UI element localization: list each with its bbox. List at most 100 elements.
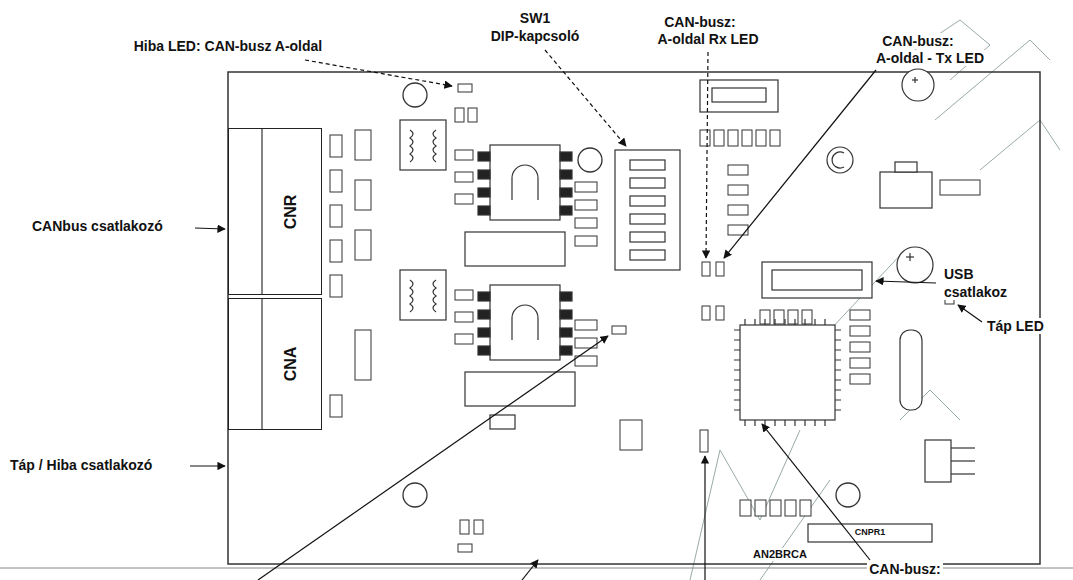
small-components xyxy=(455,172,473,182)
leader-line xyxy=(258,336,608,580)
leader-line xyxy=(195,228,225,229)
ic-package xyxy=(478,188,490,197)
ic-package xyxy=(512,165,538,200)
header-connector xyxy=(712,88,766,102)
transformer xyxy=(400,120,446,170)
transformer xyxy=(400,120,446,320)
leader-line xyxy=(958,305,982,322)
regulator xyxy=(880,172,932,208)
programming-header xyxy=(808,524,932,542)
mounting-hole xyxy=(403,483,427,507)
dip-switch xyxy=(615,150,680,270)
small-components xyxy=(785,500,796,516)
board-outline xyxy=(228,72,1040,564)
regulator xyxy=(951,460,975,461)
small-components xyxy=(755,500,766,516)
led xyxy=(612,326,626,334)
crystal xyxy=(900,330,922,410)
regulator xyxy=(880,162,975,482)
connector-inner xyxy=(261,298,262,430)
callout-label: SW1 xyxy=(518,10,552,26)
small-components xyxy=(575,356,597,366)
led xyxy=(458,544,472,552)
small-components xyxy=(460,520,469,534)
mounting-hole xyxy=(403,83,427,107)
callout-label: csatlakoz xyxy=(942,284,1009,300)
small-components xyxy=(330,240,342,262)
ic-package xyxy=(490,285,560,360)
callout-label: CNPR1 xyxy=(853,527,888,537)
small-components xyxy=(770,500,781,516)
led xyxy=(702,306,710,320)
ic-package xyxy=(465,145,575,429)
small-components xyxy=(728,130,738,146)
small-components xyxy=(330,170,342,192)
small-components xyxy=(474,520,483,534)
small-components xyxy=(455,290,473,300)
small-components xyxy=(770,130,780,146)
small-components xyxy=(700,430,708,452)
microcontroller xyxy=(740,325,835,420)
callout-label: Táp LED xyxy=(985,318,1046,334)
callout-label: CANbus csatlakozó xyxy=(30,218,165,234)
ic-package xyxy=(512,305,538,340)
connector-label: CNR xyxy=(283,194,299,229)
programming-header xyxy=(808,524,932,542)
board-outline xyxy=(228,72,1040,564)
watermark xyxy=(690,20,1060,580)
small-components xyxy=(850,326,870,336)
ic-package xyxy=(465,232,565,266)
ic-package xyxy=(560,292,572,301)
usb-connector xyxy=(762,262,872,298)
small-components xyxy=(850,342,870,352)
watermark xyxy=(980,120,1060,170)
small-components xyxy=(850,310,870,320)
ic-package xyxy=(478,152,490,161)
led xyxy=(702,262,710,276)
dip-switch xyxy=(630,160,665,170)
small-components xyxy=(728,225,748,235)
regulator xyxy=(925,440,951,482)
ic-package xyxy=(560,152,572,161)
capacitor xyxy=(827,69,934,283)
connector-inner xyxy=(261,128,262,295)
ic-package xyxy=(490,145,560,220)
small-components xyxy=(468,108,477,122)
small-components xyxy=(728,165,748,175)
ic-package xyxy=(465,372,575,406)
connector-block: CNA xyxy=(228,298,322,430)
small-components xyxy=(455,312,473,322)
dip-switch xyxy=(615,150,680,270)
mounting-hole xyxy=(836,483,860,507)
leader-line xyxy=(305,60,452,86)
callout-label: A-oldal Rx LED xyxy=(655,31,760,47)
leader-line xyxy=(762,424,870,560)
small-components xyxy=(800,500,811,516)
ic-package xyxy=(478,170,490,179)
ic-package xyxy=(478,292,490,301)
transformer xyxy=(410,130,413,162)
led xyxy=(716,262,724,276)
dip-switch xyxy=(630,196,665,206)
dip-switch xyxy=(630,178,665,188)
microcontroller xyxy=(734,319,841,426)
ic-package xyxy=(560,328,572,337)
ic-package xyxy=(478,328,490,337)
small-components xyxy=(802,310,812,324)
small-components xyxy=(575,182,597,192)
callout-label: Táp / Hiba csatlakozó xyxy=(8,457,154,473)
small-components xyxy=(740,500,751,516)
ic-package xyxy=(478,206,490,215)
leader-line xyxy=(704,456,705,580)
callout-label: Hiba LED: CAN-busz A-oldal xyxy=(132,38,324,54)
small-components xyxy=(330,135,342,157)
dip-switch xyxy=(630,214,665,224)
small-components xyxy=(355,130,371,160)
small-components xyxy=(355,230,371,260)
small-components xyxy=(330,275,342,297)
small-components xyxy=(330,395,342,417)
leader-line xyxy=(545,50,626,146)
capacitor xyxy=(902,69,934,101)
led xyxy=(458,84,472,92)
transformer xyxy=(433,280,436,312)
